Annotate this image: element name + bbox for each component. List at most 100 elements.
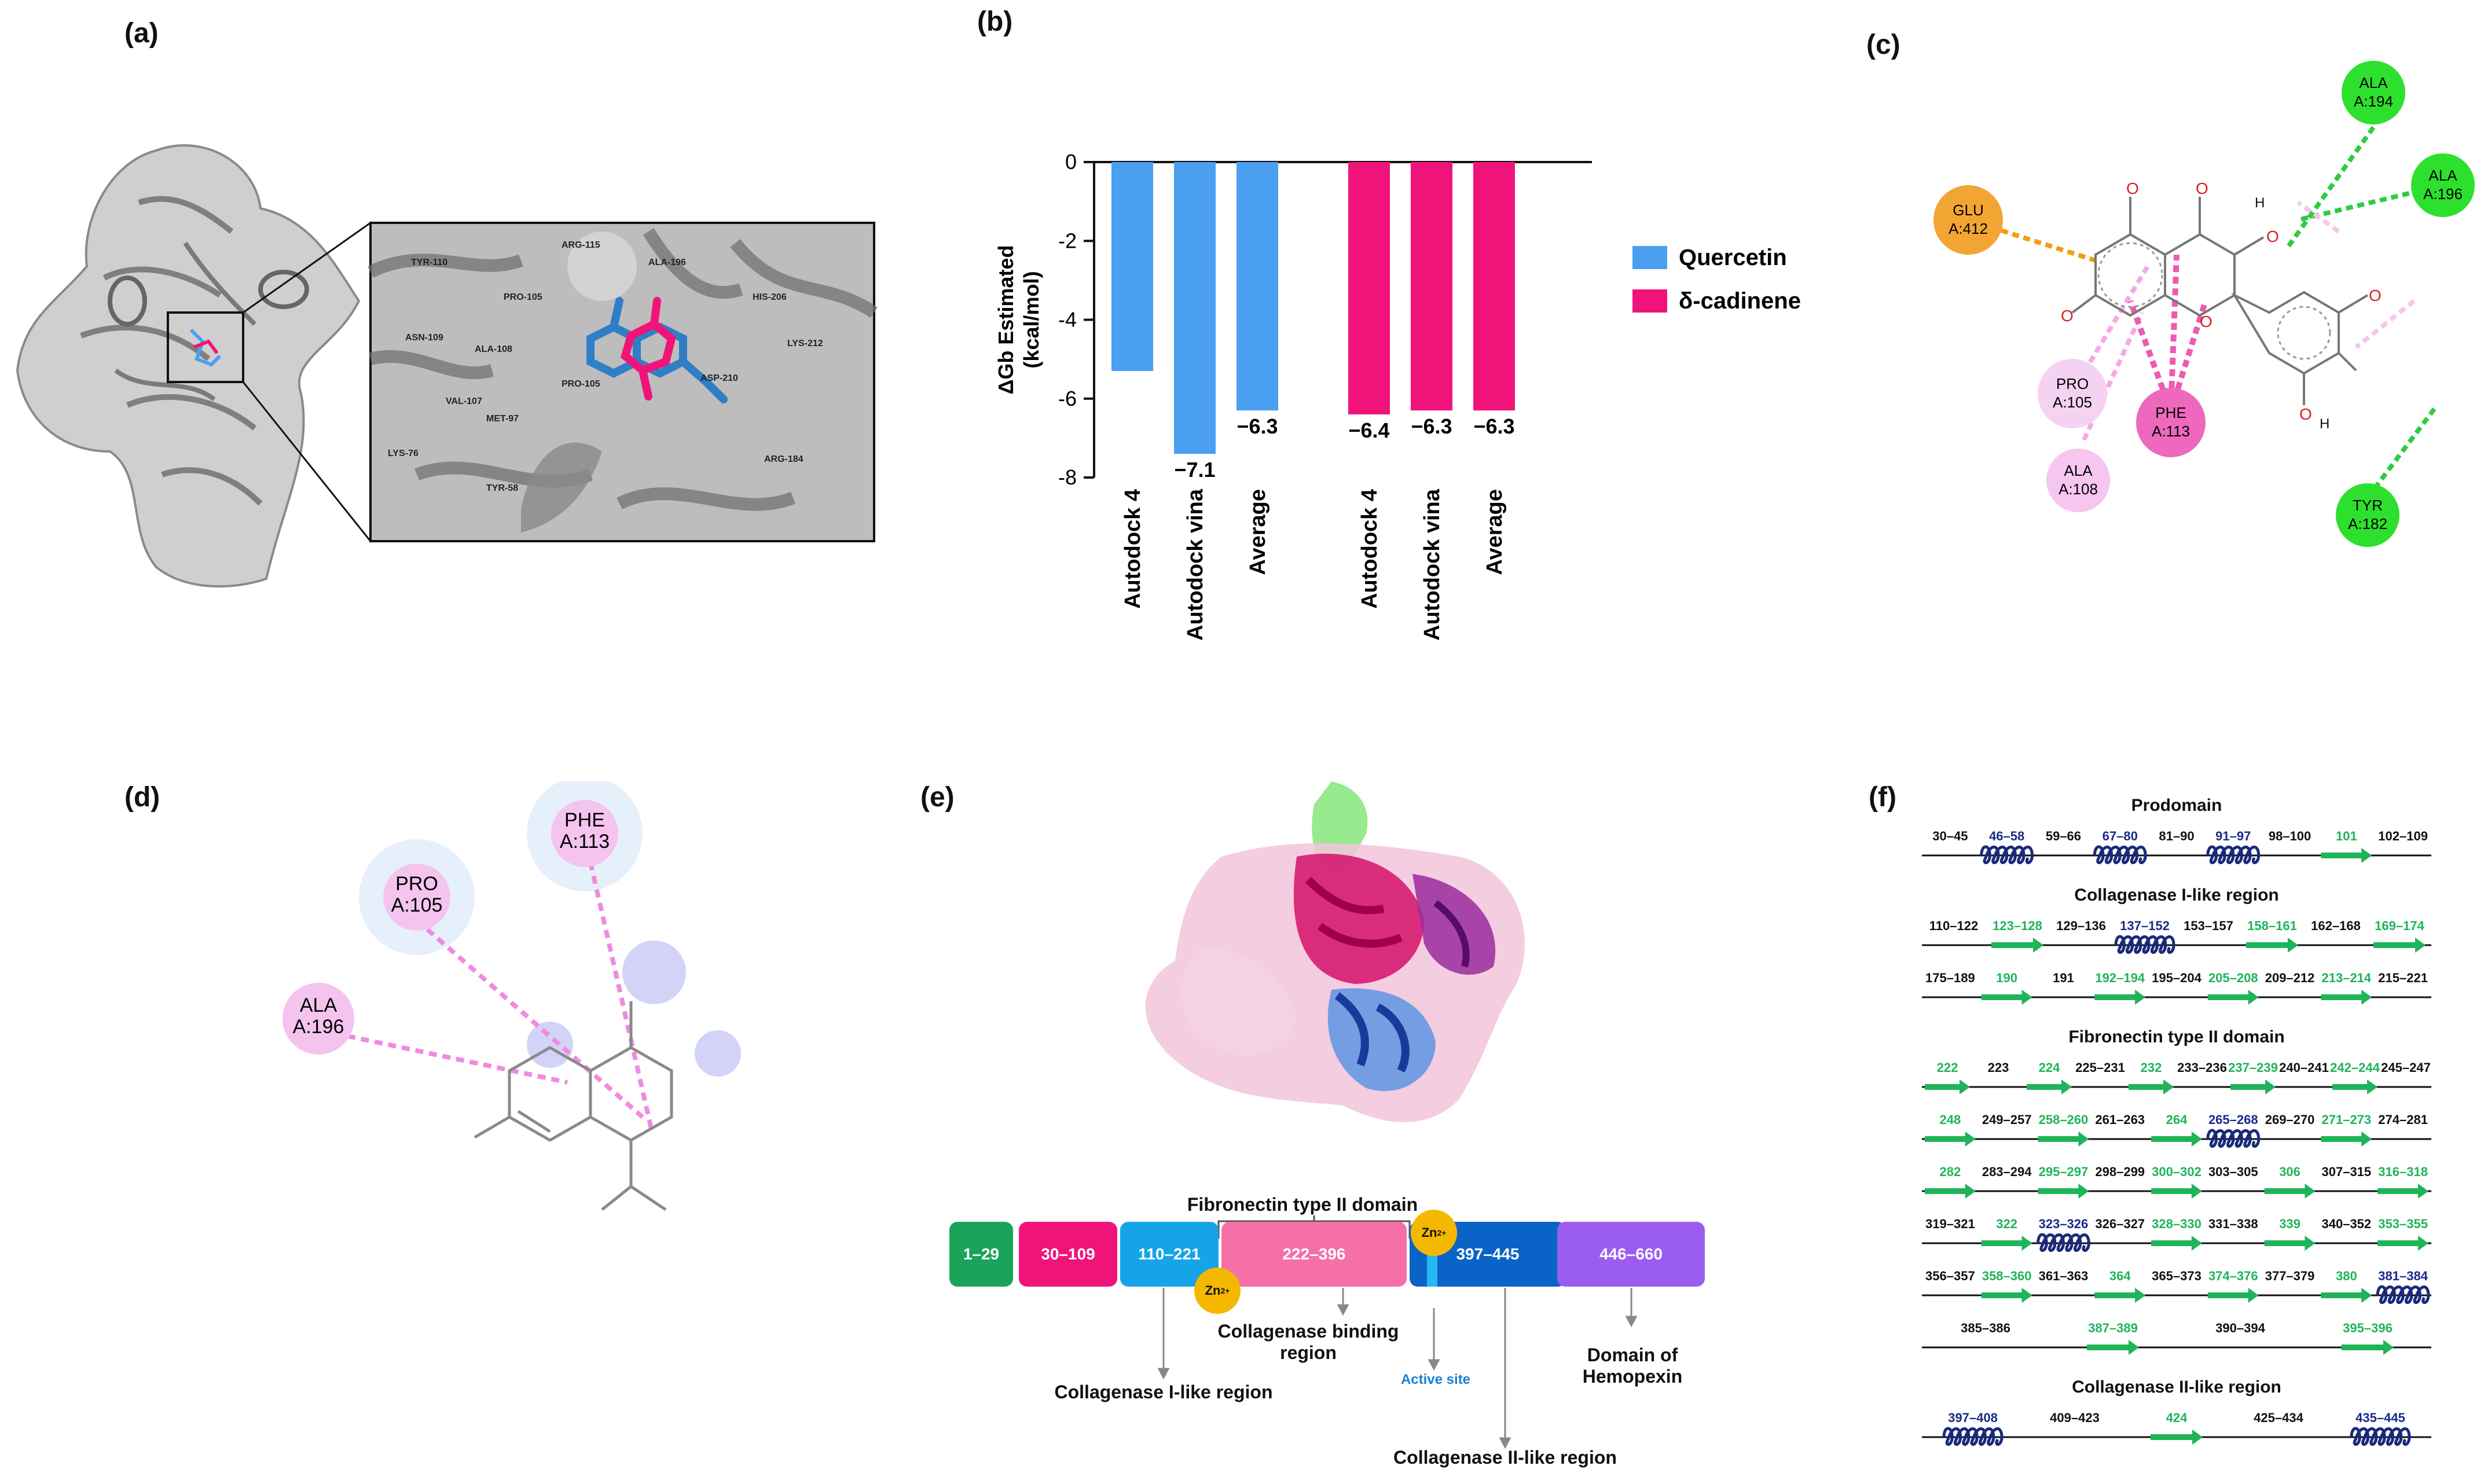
residue-range-label: 248 xyxy=(1940,1112,1961,1127)
x-tick-label: Autodock 4 xyxy=(1121,489,1145,609)
hemopexin-label: Domain of Hemopexin xyxy=(1582,1345,1683,1387)
collagenase-binding-label: Collagenase binding region xyxy=(1217,1321,1399,1363)
residue-range-label: 339 xyxy=(2279,1217,2300,1231)
legend-swatch xyxy=(1632,246,1667,269)
residue-range-label: 283–294 xyxy=(1982,1165,2032,1179)
svg-text:ALA: ALA xyxy=(300,994,337,1016)
bar-value-label: −6.3 xyxy=(1411,414,1452,438)
beta-strand-arrow xyxy=(1981,1236,2032,1251)
atom-label: O xyxy=(2299,405,2312,423)
beta-strand-arrow xyxy=(2027,1079,2072,1094)
residue-range-label: 358–360 xyxy=(1982,1269,2032,1283)
residue-range-label: 153–157 xyxy=(2184,919,2233,933)
collagenase-i-label: Collagenase I-like region xyxy=(1054,1382,1273,1402)
svg-text:GLU: GLU xyxy=(1953,201,1983,219)
residue-range-label: 328–330 xyxy=(2152,1217,2202,1231)
bar xyxy=(1237,162,1278,411)
residue-range-label: 101 xyxy=(2336,829,2357,843)
x-tick-label: Autodock 4 xyxy=(1357,489,1382,609)
residue-range-label: 395–396 xyxy=(2343,1321,2393,1335)
residue-range-label: 397–408 xyxy=(1948,1410,1998,1425)
bar-value-label: −6.3 xyxy=(1237,414,1278,438)
x-tick-label: Average xyxy=(1246,489,1270,575)
residue-glu-412: GLU A:412 xyxy=(1933,185,2003,255)
residue-range-label: 175–189 xyxy=(1925,971,1975,985)
alkyl-line xyxy=(588,862,654,1129)
beta-strand-arrow xyxy=(2321,1132,2372,1147)
protein-surface xyxy=(16,144,361,588)
atom-label: O xyxy=(2061,307,2074,325)
residue-label: MET-97 xyxy=(486,414,519,424)
svg-text:A:113: A:113 xyxy=(560,831,610,853)
residue-range-label: 295–297 xyxy=(2039,1165,2089,1179)
residue-range-label: 190 xyxy=(1996,971,2017,985)
beta-strand-arrow xyxy=(2151,1184,2202,1199)
svg-text:ALA: ALA xyxy=(2064,462,2093,479)
residue-range-label: 319–321 xyxy=(1925,1217,1975,1231)
beta-strand-arrow xyxy=(2087,1340,2139,1355)
y-tick-label: -4 xyxy=(1058,308,1077,332)
x-tick-label: Autodock vina xyxy=(1420,488,1444,641)
pi-line xyxy=(2168,300,2208,412)
panel-c-interaction-diagram: O O O O O O O H H ALA A:194 ALA A:196 GL… xyxy=(1933,61,2475,547)
residue-range-label: 191 xyxy=(2053,971,2074,985)
residue-label: ALA-196 xyxy=(648,258,686,267)
residue-range-label: 242–244 xyxy=(2330,1060,2380,1075)
residue-range-label: 356–357 xyxy=(1925,1269,1975,1283)
mmp-protein-structure xyxy=(1145,781,1525,1122)
atom-label: O xyxy=(2196,179,2208,197)
beta-strand-arrow xyxy=(2151,1236,2202,1251)
domain-box-fibronectin: 222–396 xyxy=(1221,1222,1407,1287)
beta-strand-arrow xyxy=(2373,938,2426,953)
residue-tyr-182: TYR A:182 xyxy=(2336,483,2399,547)
residue-range-label: 331–338 xyxy=(2208,1217,2258,1231)
beta-strand-arrow xyxy=(2129,1079,2174,1094)
panel-label-b: (b) xyxy=(977,6,1013,37)
residue-label: VAL-107 xyxy=(446,396,482,406)
residue-range-label: 425–434 xyxy=(2254,1410,2303,1425)
panel-label-c: (c) xyxy=(1866,30,1900,60)
beta-strand-arrow xyxy=(2151,1430,2203,1445)
residue-range-label: 46–58 xyxy=(1989,829,2024,843)
residue-range-label: 265–268 xyxy=(2208,1112,2258,1127)
residue-range-label: 232 xyxy=(2141,1060,2162,1075)
zoom-residue-labels: ARG-115 TYR-110 PRO-105 ASN-109 ALA-108 … xyxy=(370,223,874,541)
residue-range-label: 385–386 xyxy=(1961,1321,2010,1335)
domain-arrows xyxy=(1157,1288,1638,1449)
svg-text:PRO: PRO xyxy=(395,873,438,895)
section-title: Collagenase I-like region xyxy=(2074,886,2279,905)
y-axis-label: ΔGb Estimated(kcal/mol) xyxy=(994,245,1043,395)
beta-strand-arrow xyxy=(2264,1236,2316,1251)
beta-strand-arrow xyxy=(1981,1288,2032,1303)
residue-range-label: 264 xyxy=(2166,1112,2188,1127)
residue-range-label: 222 xyxy=(1937,1060,1958,1075)
panel-a-protein-figure xyxy=(16,144,878,588)
beta-strand-arrow xyxy=(2342,1340,2394,1355)
panel-label-d: (d) xyxy=(124,782,160,813)
beta-strand-arrow xyxy=(1925,1184,1976,1199)
alpha-helix-coil xyxy=(1980,845,2034,864)
residue-ala-196: ALA A:196 xyxy=(2411,153,2475,217)
svg-text:PHE: PHE xyxy=(2155,404,2186,421)
fibronectin-domain-title: Fibronectin type II domain xyxy=(1187,1194,1418,1215)
residue-label: ARG-115 xyxy=(562,240,600,250)
residue-range-label: 129–136 xyxy=(2056,919,2106,933)
residue-label: ALA-108 xyxy=(475,344,512,354)
beta-strand-arrow xyxy=(2038,1132,2089,1147)
beta-strand-arrow xyxy=(2264,1184,2316,1199)
legend-swatch xyxy=(1632,289,1667,313)
atom-label: H xyxy=(2320,416,2329,432)
residue-range-label: 195–204 xyxy=(2152,971,2202,985)
beta-strand-arrow xyxy=(1991,938,2043,953)
residue-range-label: 424 xyxy=(2166,1410,2188,1425)
residue-range-label: 377–379 xyxy=(2265,1269,2315,1283)
zoom-box xyxy=(167,311,244,383)
residue-range-label: 271–273 xyxy=(2322,1112,2372,1127)
residue-range-label: 387–389 xyxy=(2088,1321,2138,1335)
bar xyxy=(1348,162,1390,414)
